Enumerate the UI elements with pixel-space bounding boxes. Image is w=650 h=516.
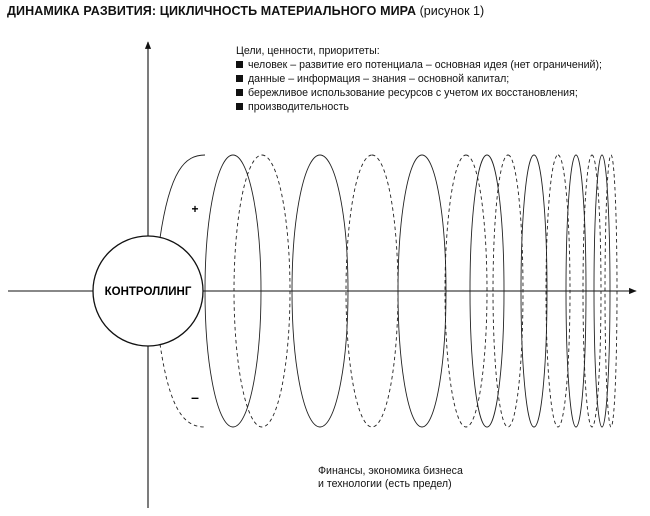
square-bullet-icon (236, 75, 243, 82)
figure-title-bold: Динамика развития: цикличность материаль… (7, 4, 417, 18)
goals-list-item: бережливое использование ресурсов с учет… (236, 86, 602, 100)
figure-title: Динамика развития: цикличность материаль… (7, 4, 484, 18)
figure-title-normal: (рисунок 1) (419, 4, 485, 18)
solid-loop (520, 154, 548, 428)
solid-entry-curve (159, 154, 206, 239)
square-bullet-icon (236, 89, 243, 96)
goals-list: человек – развитие его потенциала – осно… (236, 58, 602, 114)
solid-loop (291, 154, 349, 428)
dashed-entry-curve (159, 343, 206, 428)
controlling-circle (92, 235, 204, 347)
goals-block: Цели, ценности, приоритеты: человек – ра… (236, 44, 602, 114)
goals-list-item: данные – информация – знания – основной … (236, 72, 602, 86)
dashed-loop (545, 154, 571, 428)
oscillation-waves (159, 154, 618, 428)
minus-sign: – (191, 389, 199, 405)
goals-item-text: производительность (248, 101, 349, 113)
dashed-loop (345, 154, 399, 428)
goals-item-text: человек – развитие его потенциала – осно… (248, 59, 602, 71)
solid-loop (397, 154, 447, 428)
plus-sign: + (191, 202, 198, 216)
dashed-loop (444, 154, 488, 428)
bottom-note: Финансы, экономика бизнеса и технологии … (318, 465, 463, 491)
solid-loop (204, 154, 262, 428)
square-bullet-icon (236, 61, 243, 68)
goals-list-item: производительность (236, 100, 602, 114)
goals-list-item: человек – развитие его потенциала – осно… (236, 58, 602, 72)
dashed-loop (492, 154, 524, 428)
goals-item-text: бережливое использование ресурсов с учет… (248, 87, 578, 99)
bottom-note-line-2: и технологии (есть предел) (318, 478, 452, 490)
bottom-note-line-1: Финансы, экономика бизнеса (318, 465, 463, 477)
goals-header: Цели, ценности, приоритеты: (236, 45, 380, 57)
dashed-loop (582, 154, 602, 428)
square-bullet-icon (236, 103, 243, 110)
solid-loop (593, 154, 611, 428)
solid-loop (469, 154, 505, 428)
goals-item-text: данные – информация – знания – основной … (248, 73, 510, 85)
controlling-label: КОНТРОЛЛИНГ (105, 286, 192, 298)
dashed-loop (233, 154, 291, 428)
dashed-loop (604, 154, 618, 428)
